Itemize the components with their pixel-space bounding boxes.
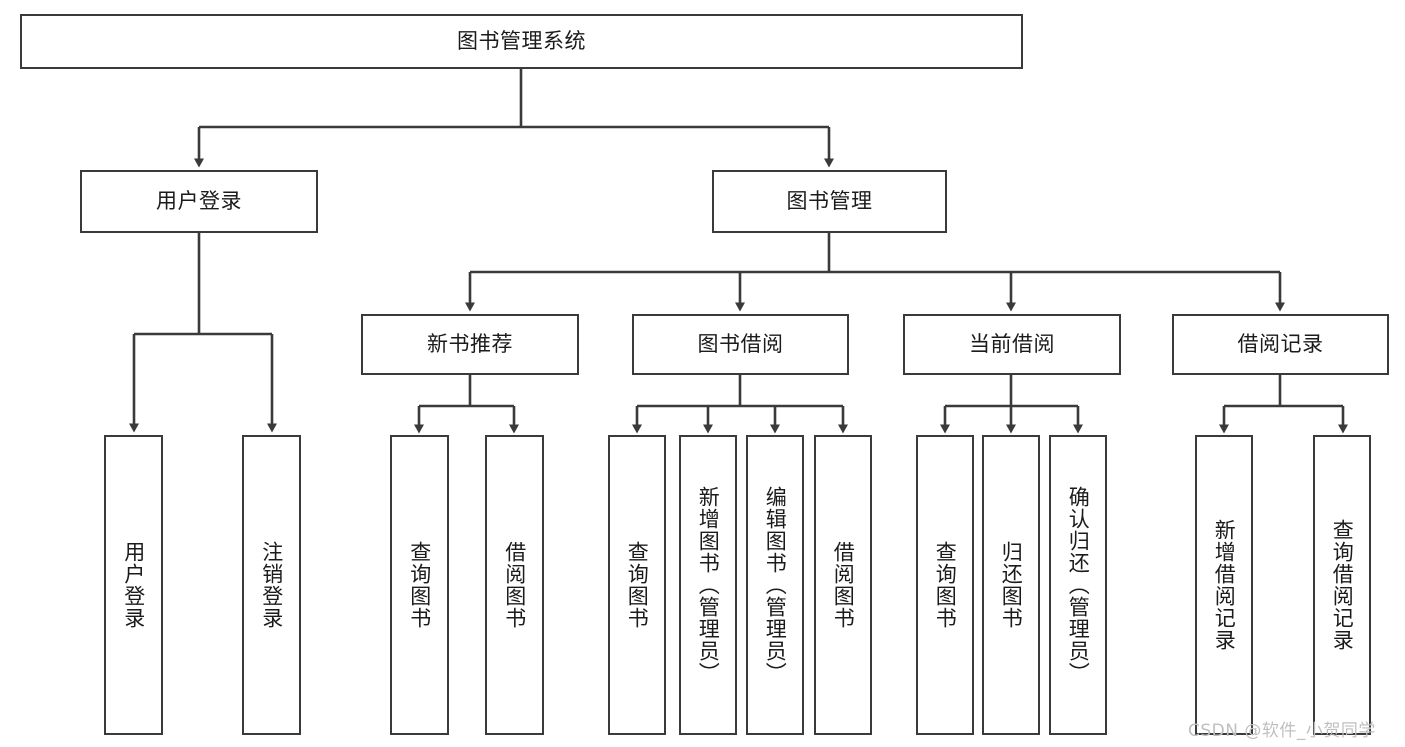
leaf-node-label: 用户登录 bbox=[121, 541, 146, 629]
node-book-management-label: 图书管理 bbox=[786, 188, 873, 213]
node-book-borrow-label: 图书借阅 bbox=[697, 331, 784, 356]
edge-borrow-record-subtree bbox=[1219, 375, 1348, 434]
leaf-node[interactable]: 查询图书 bbox=[916, 435, 974, 735]
edge-new-book-recommend-subtree bbox=[414, 375, 519, 434]
leaf-node-label: 新增图书（管理员） bbox=[696, 486, 721, 684]
edge-book-management-subtree bbox=[465, 233, 1285, 312]
node-book-borrow[interactable]: 图书借阅 bbox=[632, 314, 849, 375]
leaf-node-label: 查询借阅记录 bbox=[1330, 519, 1355, 651]
leaf-node-label: 查询图书 bbox=[625, 541, 650, 629]
leaf-node[interactable]: 查询图书 bbox=[390, 435, 449, 735]
node-root-label: 图书管理系统 bbox=[457, 28, 586, 53]
leaf-node[interactable]: 编辑图书（管理员） bbox=[746, 435, 804, 735]
node-new-book-recommend-label: 新书推荐 bbox=[427, 331, 513, 356]
edge-user-login-subtree bbox=[129, 233, 277, 433]
node-current-borrow[interactable]: 当前借阅 bbox=[903, 314, 1121, 375]
leaf-node-label: 新增借阅记录 bbox=[1212, 519, 1237, 651]
leaf-node[interactable]: 归还图书 bbox=[982, 435, 1040, 735]
leaf-node[interactable]: 查询图书 bbox=[608, 435, 666, 735]
leaf-node[interactable]: 借阅图书 bbox=[814, 435, 872, 735]
leaf-node[interactable]: 新增借阅记录 bbox=[1195, 435, 1253, 735]
leaf-node-label: 归还图书 bbox=[999, 541, 1024, 629]
leaf-node[interactable]: 新增图书（管理员） bbox=[679, 435, 737, 735]
node-book-management[interactable]: 图书管理 bbox=[712, 170, 947, 233]
leaf-node[interactable]: 查询借阅记录 bbox=[1313, 435, 1371, 735]
leaf-node-label: 借阅图书 bbox=[502, 541, 527, 629]
node-borrow-record[interactable]: 借阅记录 bbox=[1172, 314, 1389, 375]
edge-current-borrow-subtree bbox=[940, 375, 1083, 434]
leaf-node-label: 查询图书 bbox=[407, 541, 432, 629]
leaf-node-label: 编辑图书（管理员） bbox=[763, 486, 788, 684]
node-current-borrow-label: 当前借阅 bbox=[969, 331, 1055, 356]
leaf-node[interactable]: 注销登录 bbox=[242, 435, 301, 735]
leaf-node-label: 借阅图书 bbox=[831, 541, 856, 629]
leaf-node[interactable]: 确认归还（管理员） bbox=[1049, 435, 1107, 735]
node-root-system[interactable]: 图书管理系统 bbox=[20, 14, 1023, 69]
node-borrow-record-label: 借阅记录 bbox=[1237, 331, 1324, 356]
edge-book-borrow-subtree bbox=[632, 375, 848, 434]
node-user-login-label: 用户登录 bbox=[156, 188, 242, 213]
edge-root-to-bus bbox=[194, 69, 834, 168]
leaf-node[interactable]: 借阅图书 bbox=[485, 435, 544, 735]
node-user-login[interactable]: 用户登录 bbox=[80, 170, 318, 233]
node-new-book-recommend[interactable]: 新书推荐 bbox=[361, 314, 579, 375]
leaf-node-label: 注销登录 bbox=[259, 541, 284, 629]
leaf-node-label: 确认归还（管理员） bbox=[1066, 486, 1091, 684]
leaf-node-label: 查询图书 bbox=[933, 541, 958, 629]
leaf-node[interactable]: 用户登录 bbox=[104, 435, 163, 735]
